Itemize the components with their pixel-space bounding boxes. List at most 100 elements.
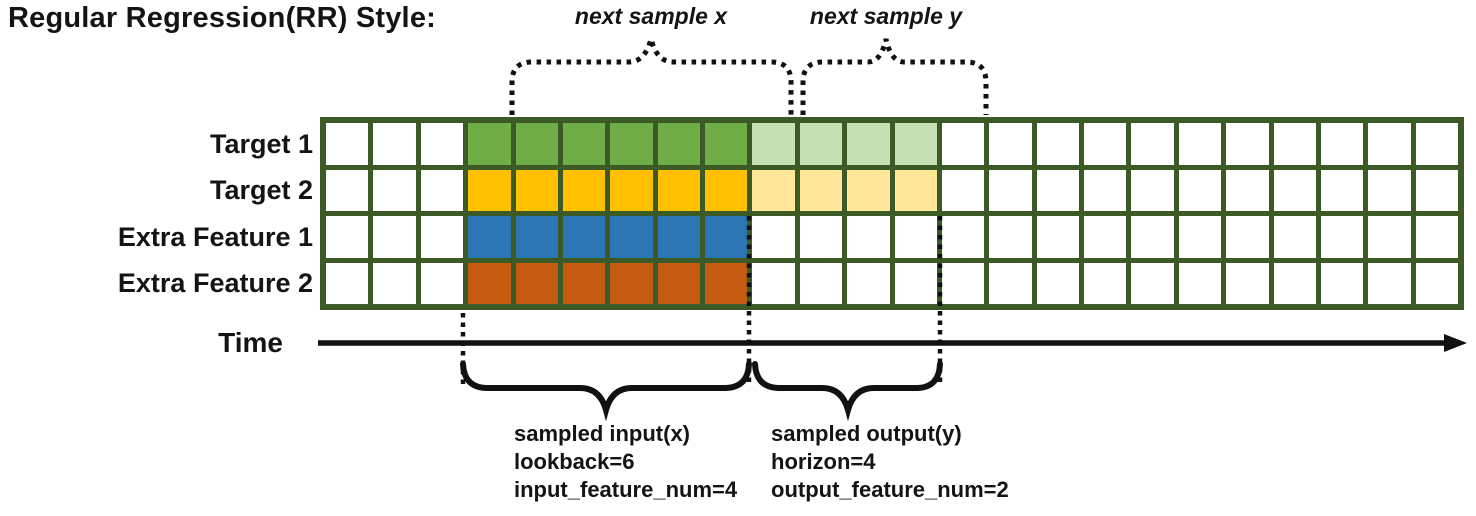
time-axis-label: Time (218, 327, 283, 358)
output-feature-line: output_feature_num=2 (771, 477, 1009, 502)
grid-cell (420, 169, 464, 211)
grid-cell (657, 262, 700, 304)
grid-cell (420, 123, 464, 165)
grid-cell (1084, 216, 1127, 258)
grid-cell (1084, 123, 1127, 165)
grid-cell (1036, 262, 1079, 304)
grid-cell (468, 262, 511, 304)
horizon-line: horizon=4 (771, 449, 876, 474)
grid-cell (989, 169, 1032, 211)
grid-cell (373, 262, 416, 304)
grid-cell (468, 123, 511, 165)
grid-cell (989, 262, 1032, 304)
sampled-input-note: sampled input(x) lookback=6 input_featur… (514, 420, 737, 504)
grid-cell (752, 262, 795, 304)
grid-cell (1131, 123, 1174, 165)
grid-cell (468, 216, 511, 258)
grid-cell (705, 169, 748, 211)
grid-cell (1178, 169, 1222, 211)
next-sample-x-label: next sample x (574, 3, 728, 29)
grid-cell (941, 123, 985, 165)
grid-cell (1415, 262, 1458, 304)
grid-cell (562, 216, 606, 258)
grid-cell (799, 262, 843, 304)
grid-cell (515, 123, 558, 165)
grid-cell (1273, 123, 1316, 165)
grid-cell (657, 123, 700, 165)
grid-cell (562, 169, 606, 211)
next-sample-y-brace (800, 38, 989, 115)
row-label-target-1: Target 1 (209, 129, 313, 159)
grid-cell (1084, 169, 1127, 211)
grid-cell (1320, 169, 1364, 211)
sampled-output-note: sampled output(y) horizon=4 output_featu… (771, 420, 1009, 504)
grid-cell (894, 216, 937, 258)
grid-cell (1178, 123, 1222, 165)
grid-cell (610, 169, 653, 211)
grid-cell (847, 262, 890, 304)
grid-cell (610, 123, 653, 165)
time-axis-arrowhead (1444, 334, 1467, 352)
grid-cell (1036, 169, 1079, 211)
grid-cell (894, 169, 937, 211)
grid-cell (1415, 216, 1458, 258)
grid-cell (1273, 216, 1316, 258)
grid-cell (1273, 169, 1316, 211)
sampled-output-line-1: sampled output(y) (771, 421, 962, 446)
grid-cell (847, 169, 890, 211)
grid-cell (1178, 262, 1222, 304)
grid-cell (373, 169, 416, 211)
next-sample-x-brace (509, 29, 794, 115)
grid-cell (1320, 216, 1364, 258)
row-label-target-2: Target 2 (209, 175, 313, 205)
grid-cell (1084, 262, 1127, 304)
grid-cell (894, 262, 937, 304)
grid-cell (941, 169, 985, 211)
grid-cell (326, 123, 369, 165)
grid-cell (752, 169, 795, 211)
grid-cell (705, 123, 748, 165)
grid-cell (1226, 216, 1269, 258)
grid-cell (562, 262, 606, 304)
grid-cell (1320, 123, 1364, 165)
grid-cell (799, 123, 843, 165)
grid-cell (941, 262, 985, 304)
grid-cell (657, 216, 700, 258)
grid-cell (515, 169, 558, 211)
grid-cell (1368, 216, 1411, 258)
grid-cell (752, 123, 795, 165)
grid-cell (1178, 216, 1222, 258)
grid-cell (515, 262, 558, 304)
grid-cell (705, 216, 748, 258)
grid-cell (1226, 123, 1269, 165)
grid-cell (799, 169, 843, 211)
grid-cell (1036, 123, 1079, 165)
grid-cell (847, 216, 890, 258)
next-sample-y-label: next sample y (809, 3, 963, 29)
grid-cell (373, 123, 416, 165)
grid-cell (326, 216, 369, 258)
grid-cell (989, 216, 1032, 258)
grid-cell (326, 262, 369, 304)
grid-cell (657, 169, 700, 211)
grid-cell (752, 216, 795, 258)
row-label-extra-feature-2: Extra Feature 2 (117, 268, 313, 298)
sampled-input-line-1: sampled input(x) (514, 421, 691, 446)
input-feature-line: input_feature_num=4 (514, 477, 738, 502)
sampled-output-brace (752, 361, 943, 422)
grid-cell (1226, 169, 1269, 211)
grid-cell (562, 123, 606, 165)
grid-cell (1226, 262, 1269, 304)
grid-cell (373, 216, 416, 258)
lookback-line: lookback=6 (514, 449, 635, 474)
grid-cell (1131, 169, 1174, 211)
row-label-extra-feature-1: Extra Feature 1 (117, 222, 313, 252)
grid-cell (894, 123, 937, 165)
grid-cell (515, 216, 558, 258)
grid-cell (1131, 216, 1174, 258)
grid-cell (468, 169, 511, 211)
sampled-input-brace (460, 361, 752, 422)
grid-cell (1368, 123, 1411, 165)
grid-cell (610, 216, 653, 258)
grid-cell (1320, 262, 1364, 304)
